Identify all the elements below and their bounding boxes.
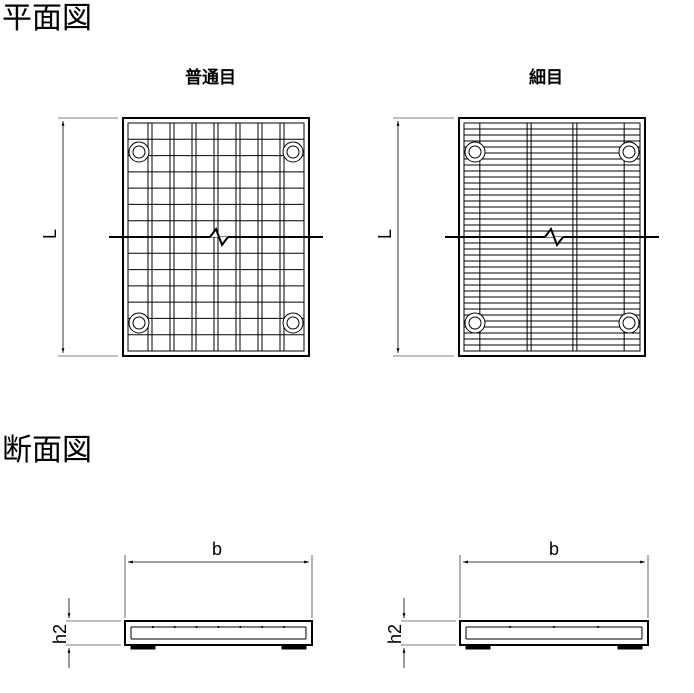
fine-mesh-grating-plan [393,117,659,357]
fine-mesh-section [401,555,649,668]
bolt-icon [128,141,304,334]
plan-view-title: 平面図 [2,1,92,36]
normal-mesh-label: 普通目 [185,68,236,88]
width-dimension-right: b [549,539,560,559]
normal-mesh-grating-plan [58,117,323,357]
bolt-icon [464,141,640,334]
width-dimension-left: b [212,539,223,559]
length-dimension-line [58,117,118,357]
normal-mesh-section [66,555,313,668]
fine-mesh-label: 細目 [529,68,563,88]
break-line [445,226,659,248]
length-dimension-line [393,117,454,357]
section-view-title: 断面図 [2,433,92,468]
break-line [109,226,323,248]
